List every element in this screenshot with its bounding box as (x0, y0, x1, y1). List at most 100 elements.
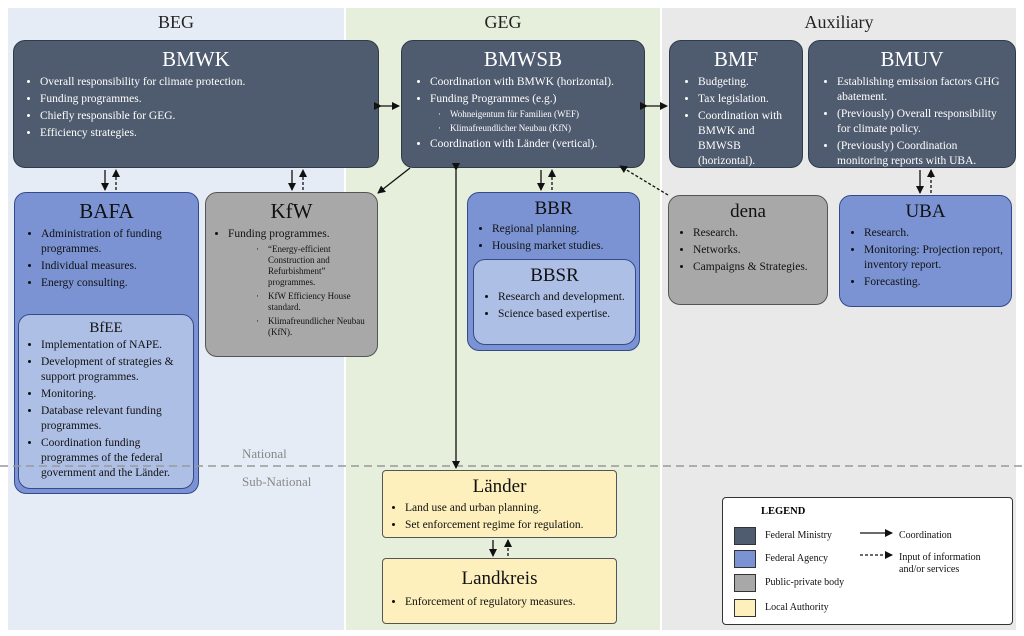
bmwsb-list: Coordination with BMWK (horizontal). Fun… (402, 75, 644, 152)
list-item: Database relevant funding programmes. (41, 404, 189, 434)
list-item: Coordination with BMWK and BMWSB (horizo… (698, 109, 796, 169)
list-item: Set enforcement regime for regulation. (405, 518, 616, 533)
arrow-bmwsb-kfw (377, 167, 411, 194)
bbr-list: Regional planning. Housing market studie… (468, 222, 639, 254)
list-item: Administration of funding programmes. (41, 227, 192, 257)
bbr-title: BBR (534, 198, 573, 219)
laender-list: Land use and urban planning. Set enforce… (383, 501, 616, 533)
bmwsb-box: BMWSB Coordination with BMWK (horizontal… (401, 40, 645, 168)
list-item: “Energy-efficient Construction and Refur… (256, 244, 371, 288)
uba-box: UBA Research. Monitoring: Projection rep… (839, 195, 1012, 307)
list-item: Forecasting. (864, 275, 1005, 290)
bmwk-title: BMWK (162, 47, 230, 71)
dena-title: dena (730, 201, 766, 222)
uba-list: Research. Monitoring: Projection report,… (840, 226, 1011, 290)
landkreis-list: Enforcement of regulatory measures. (383, 595, 616, 610)
list-item: Implementation of NAPE. (41, 338, 189, 353)
list-item: Funding programmes. “Energy-efficient Co… (228, 227, 371, 338)
bafa-title: BAFA (79, 199, 134, 223)
landkreis-title: Landkreis (461, 568, 538, 589)
legend-label-federal-agency: Federal Agency (765, 553, 829, 564)
legend-swatch-federal-ministry (734, 527, 756, 545)
list-item: Individual measures. (41, 259, 192, 274)
kfw-list: Funding programmes. “Energy-efficient Co… (206, 227, 377, 338)
list-item: Regional planning. (492, 222, 639, 237)
legend-label-federal-ministry: Federal Ministry (765, 530, 832, 541)
list-item: Tax legislation. (698, 92, 796, 107)
column-title-geg: GEG (484, 12, 522, 32)
list-item: Land use and urban planning. (405, 501, 616, 516)
list-item: Networks. (693, 243, 827, 258)
list-item: Campaigns & Strategies. (693, 260, 827, 275)
landkreis-box: Landkreis Enforcement of regulatory meas… (382, 558, 617, 624)
list-item: Coordination with Länder (vertical). (430, 137, 644, 152)
bbsr-list: Research and development. Science based … (474, 290, 635, 322)
list-item: Science based expertise. (498, 307, 629, 322)
list-item: Establishing emission factors GHG abatem… (837, 75, 1009, 105)
bmuv-title: BMUV (880, 47, 944, 71)
uba-title: UBA (905, 201, 946, 222)
list-item: Monitoring. (41, 387, 189, 402)
bmwsb-funding-label: Funding Programmes (e.g.) (430, 93, 557, 105)
list-item: Research and development. (498, 290, 629, 305)
bfee-box: BfEE Implementation of NAPE. Development… (18, 314, 194, 489)
laender-title: Länder (472, 476, 527, 497)
bfee-title: BfEE (89, 320, 123, 336)
list-item: Funding Programmes (e.g.) Wohneigentum f… (430, 92, 644, 134)
legend-label-local: Local Authority (765, 602, 829, 613)
list-item: Funding programmes. (40, 92, 378, 107)
list-item: Overall responsibility for climate prote… (40, 75, 378, 90)
list-item: Klimafreundlicher Neubau (KfN) (438, 123, 644, 134)
national-label: National (242, 446, 287, 461)
legend-label-input: Input of information and/or services (899, 552, 981, 575)
bfee-list: Implementation of NAPE. Development of s… (19, 338, 193, 481)
bbsr-box: BBSR Research and development. Science b… (473, 259, 636, 345)
bmwsb-title: BMWSB (483, 47, 563, 71)
list-item: (Previously) Coordination monitoring rep… (837, 139, 1009, 169)
dena-list: Research. Networks. Campaigns & Strategi… (669, 226, 827, 275)
bmwk-box: BMWK Overall responsibility for climate … (13, 40, 379, 168)
kfw-title: KfW (270, 199, 313, 223)
bmuv-list: Establishing emission factors GHG abatem… (809, 75, 1015, 169)
list-item: Coordination funding programmes of the f… (41, 436, 189, 481)
legend-swatch-ppb (734, 574, 756, 592)
bmwk-list: Overall responsibility for climate prote… (14, 75, 378, 141)
bmf-list: Budgeting. Tax legislation. Coordination… (670, 75, 802, 169)
column-title-auxiliary: Auxiliary (804, 12, 874, 32)
legend-swatch-federal-agency (734, 550, 756, 568)
list-item: Energy consulting. (41, 276, 192, 291)
column-title-beg: BEG (158, 12, 194, 32)
legend-title: LEGEND (761, 506, 806, 517)
kfw-sub-list: “Energy-efficient Construction and Refur… (228, 244, 371, 338)
legend-swatch-local (734, 599, 756, 617)
list-item: Research. (693, 226, 827, 241)
list-item: Wohneigentum für Familien (WEF) (438, 109, 644, 120)
list-item: Klimafreundlicher Neubau (KfN). (256, 316, 371, 338)
bbsr-title: BBSR (530, 265, 579, 286)
input-dena-bmwsb (619, 165, 669, 196)
list-item: Budgeting. (698, 75, 796, 90)
laender-box: Länder Land use and urban planning. Set … (382, 470, 617, 538)
list-item: Coordination with BMWK (horizontal). (430, 75, 644, 90)
bmf-title: BMF (713, 47, 759, 71)
list-item: Research. (864, 226, 1005, 241)
kfw-box: KfW Funding programmes. “Energy-efficien… (205, 192, 378, 357)
bmf-box: BMF Budgeting. Tax legislation. Coordina… (669, 40, 803, 168)
subnational-label: Sub-National (242, 474, 312, 489)
bafa-list: Administration of funding programmes. In… (15, 227, 198, 291)
list-item: (Previously) Overall responsibility for … (837, 107, 1009, 137)
legend-label-ppb: Public-private body (765, 577, 845, 588)
bmuv-box: BMUV Establishing emission factors GHG a… (808, 40, 1016, 168)
legend-label-coordination: Coordination (899, 530, 952, 541)
kfw-funding-label: Funding programmes. (228, 228, 330, 240)
dena-box: dena Research. Networks. Campaigns & Str… (668, 195, 828, 305)
bmwsb-sub-list: Wohneigentum für Familien (WEF) Klimafre… (430, 109, 644, 134)
list-item: KfW Efficiency House standard. (256, 291, 371, 313)
legend: LEGEND Federal Ministry Federal Agency P… (722, 497, 1013, 625)
list-item: Monitoring: Projection report, inventory… (864, 243, 1005, 273)
list-item: Housing market studies. (492, 239, 639, 254)
list-item: Development of strategies & support prog… (41, 355, 189, 385)
list-item: Efficiency strategies. (40, 126, 378, 141)
list-item: Chiefly responsible for GEG. (40, 109, 378, 124)
